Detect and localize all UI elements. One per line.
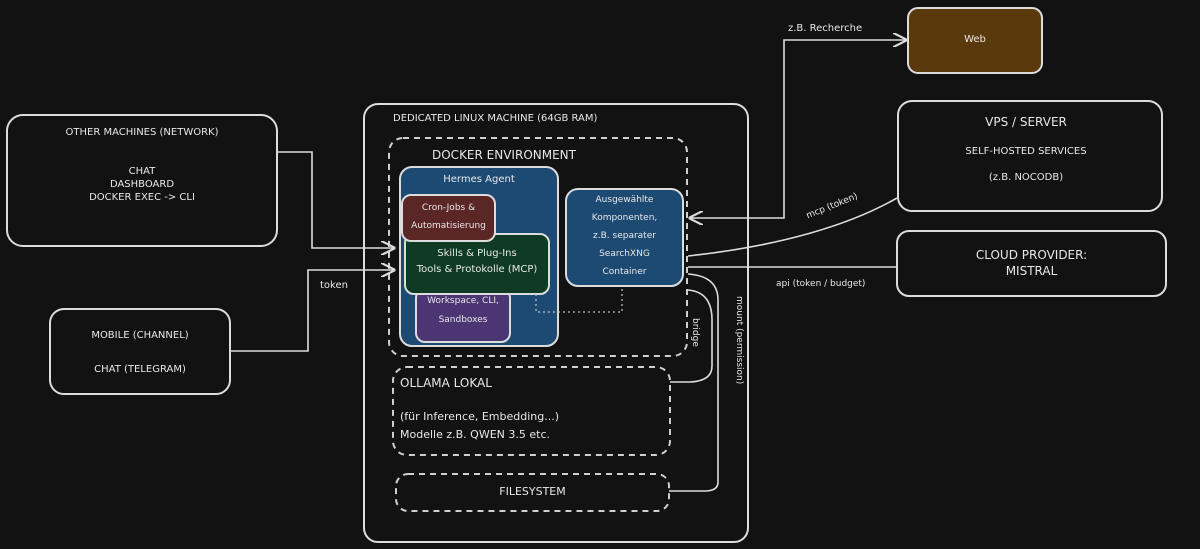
dotted-link — [535, 286, 623, 313]
skills-line2: Tools & Protokolle (MCP) — [416, 264, 538, 275]
other-machines-cli: DOCKER EXEC -> CLI — [89, 192, 195, 203]
ollama-line1: (für Inference, Embedding...) — [400, 410, 560, 423]
connector-mount-label: mount (permission) — [734, 296, 744, 385]
other-machines-box[interactable] — [6, 114, 278, 247]
linux-machine-box[interactable] — [363, 103, 749, 543]
workspace-line2: Sandboxes — [438, 315, 488, 325]
components-line5: Container — [602, 267, 647, 277]
connector-mobile — [231, 270, 394, 352]
filesystem-label: FILESYSTEM — [499, 485, 566, 498]
vps-services: SELF-HOSTED SERVICES — [965, 146, 1087, 157]
vps-title: VPS / SERVER — [985, 115, 1067, 129]
connector-mount — [669, 273, 719, 492]
components-line4: SearchXNG — [599, 249, 650, 259]
components-line3: z.B. separater — [593, 231, 656, 241]
mobile-title: MOBILE (CHANNEL) — [91, 330, 189, 341]
mobile-box[interactable] — [49, 308, 231, 395]
skills-line1: Skills & Plug-Ins — [437, 248, 517, 259]
filesystem-box[interactable] — [395, 473, 670, 512]
ollama-box[interactable] — [392, 366, 671, 456]
cron-jobs-line1: Cron-Jobs & — [421, 203, 476, 213]
cloud-provider-name: MISTRAL — [1005, 264, 1058, 278]
hermes-agent-title: Hermes Agent — [443, 174, 515, 185]
connector-other-machines — [278, 151, 394, 248]
mobile-chat: CHAT (TELEGRAM) — [94, 364, 186, 375]
cron-jobs-line2: Automatisierung — [411, 221, 486, 231]
other-machines-chat: CHAT — [128, 166, 156, 177]
web-label: Web — [964, 34, 986, 45]
web-box[interactable] — [907, 7, 1043, 74]
connector-recherche-label: z.B. Recherche — [788, 23, 863, 34]
docker-environment-box[interactable] — [388, 137, 688, 357]
connector-bridge-label: bridge — [690, 318, 700, 347]
workspace-line1: Workspace, CLI, — [427, 296, 499, 306]
other-machines-title: OTHER MACHINES (NETWORK) — [65, 127, 219, 138]
connector-mcp — [687, 197, 898, 257]
ollama-title: OLLAMA LOKAL — [400, 376, 492, 390]
cron-jobs-box[interactable] — [401, 194, 496, 242]
connector-bridge — [670, 289, 713, 383]
components-box[interactable] — [565, 188, 684, 287]
connector-token-label: token — [320, 280, 348, 291]
linux-machine-title: DEDICATED LINUX MACHINE (64GB RAM) — [393, 113, 598, 124]
connector-api-label: api (token / budget) — [776, 279, 866, 289]
components-line1: Ausgewählte — [595, 195, 654, 205]
cloud-provider-title: CLOUD PROVIDER: — [975, 248, 1088, 262]
components-line2: Komponenten, — [591, 213, 658, 223]
ollama-line2: Modelle z.B. QWEN 3.5 etc. — [400, 428, 550, 441]
other-machines-dashboard: DASHBOARD — [109, 179, 175, 190]
docker-environment-title: DOCKER ENVIRONMENT — [432, 148, 576, 162]
connector-web — [690, 40, 906, 218]
vps-nocodb: (z.B. NOCODB) — [988, 172, 1064, 183]
cloud-provider-box[interactable] — [896, 230, 1167, 297]
